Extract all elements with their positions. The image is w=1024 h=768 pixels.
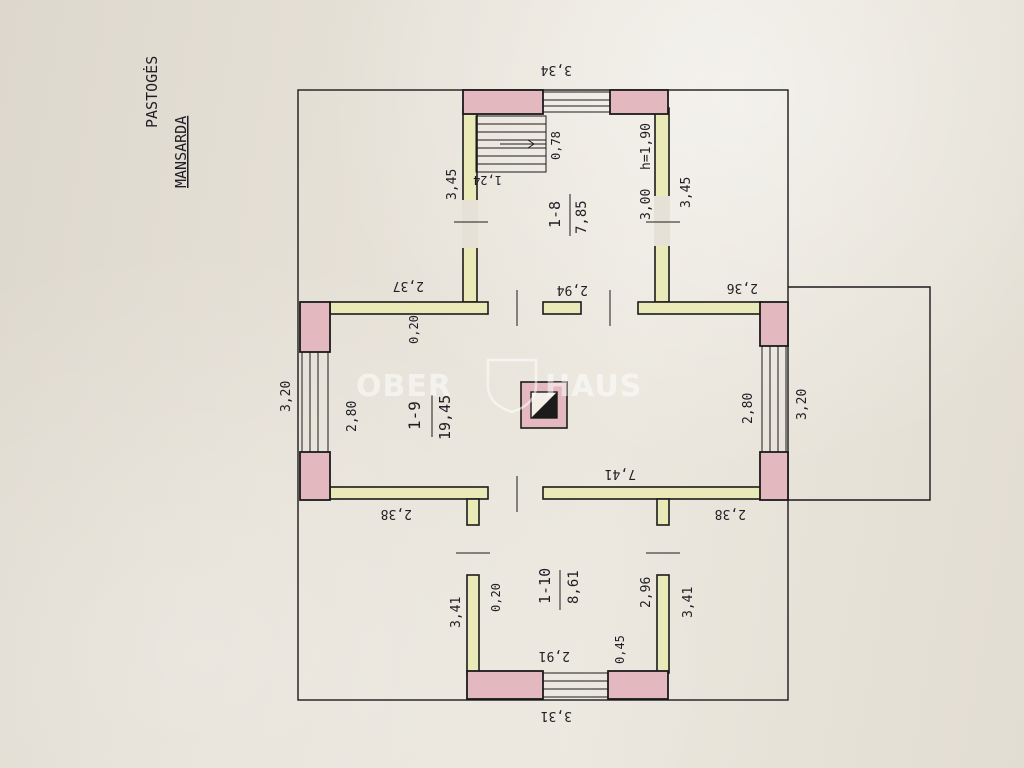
stairs [475,115,547,173]
dim-room8-right-outer: 3,45 [679,177,694,208]
dim-room10-right-outer: 3,41 [681,587,696,618]
dim-hall-bottom-left: 2,38 [381,506,412,521]
room10-window-pier-left [466,670,544,700]
room8-window-pier-left [462,89,544,115]
dim-hall-top-left: 2,37 [393,278,424,293]
watermark-left: OBER [356,369,452,404]
room8-id: 1-8 [546,201,564,228]
dim-hall-top-right: 2,36 [727,280,758,295]
dim-room8-height: h=1,90 [639,123,654,170]
dim-stair-length: 1,24 [473,173,502,187]
dim-room8-bottom: 2,94 [557,282,588,297]
dim-left-outer: 3,20 [279,381,294,412]
dim-right-outer: 3,20 [795,389,810,420]
dim-room10-wall: 0,20 [489,583,503,612]
room10-left-wall [466,574,480,674]
dim-top-outer: 3,34 [541,62,572,77]
room8-left-door-gap [462,200,478,248]
dim-room8-left-outer: 3,45 [445,169,460,200]
room8-window [543,91,610,113]
room10-window-pier-right [607,670,669,700]
hall-left-window [301,352,329,452]
hall-left-pier-bottom [299,451,331,501]
room9-id: 1-9 [405,401,424,430]
dim-room8-right-inner: 3,00 [639,189,654,220]
hall-top-wall-right [637,301,763,315]
watermark-right: HAUS [545,369,642,404]
room8-area: 7,85 [574,200,590,234]
chimney [520,381,568,429]
dim-stair-width: 0,78 [549,131,563,160]
hall-top-wall-left [329,301,489,315]
hall-right-window [761,346,787,452]
hall-left-pier-top [299,301,331,353]
right-extension-outline [788,286,931,501]
hall-top-wall-mid [542,301,582,315]
hall-bottom-wall-right [542,486,763,500]
room10-left-wall-top [466,498,480,526]
room10-area: 8,61 [566,570,582,604]
watermark-shield-icon [486,358,538,414]
dim-room10-bottom: 2,91 [539,648,570,663]
dim-hall-wall: 0,20 [407,315,421,344]
dim-room10-right-inner: 2,96 [639,577,654,608]
dim-hall-bottom: 7,41 [605,466,636,481]
hall-bottom-wall-left [329,486,489,500]
dim-room10-window-wall: 0,45 [613,635,627,664]
room10-right-wall-top [656,498,670,526]
dim-hall-bottom-right: 2,38 [715,506,746,521]
dim-bottom-outer: 3,31 [541,708,572,723]
level-heading: MANSARDA [172,116,190,188]
room8-right-door-gap [654,196,670,246]
room9-area: 19,45 [436,395,454,440]
dim-hall-left-inner: 2,80 [345,401,360,432]
room8-window-pier-right [609,89,669,115]
dim-room10-left-outer: 3,41 [449,597,464,628]
room10-right-wall [656,574,670,674]
hall-right-pier-bottom [759,451,789,501]
watermark: OBER HAUS [356,358,642,414]
hall-right-pier-top [759,301,789,347]
dim-hall-right-inner: 2,80 [741,393,756,424]
room10-window [543,672,608,698]
storey-heading: PASTOGĖS [142,56,161,128]
room10-id: 1-10 [536,568,554,604]
